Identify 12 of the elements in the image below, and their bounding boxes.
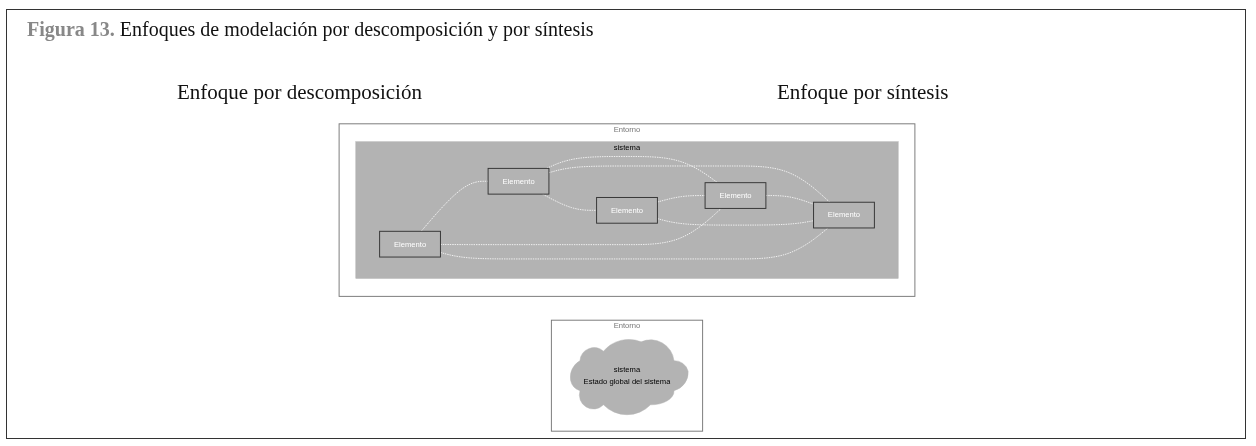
connector — [656, 195, 706, 203]
connector — [439, 227, 829, 260]
section-heading: Enfoque por síntesis — [777, 80, 949, 105]
section-heading: Enfoque por descomposición — [177, 80, 422, 105]
connector — [548, 165, 831, 203]
connector — [765, 195, 815, 205]
connector — [542, 193, 598, 211]
connector — [546, 156, 719, 184]
connector — [439, 207, 722, 246]
connector — [420, 180, 489, 232]
connector — [656, 218, 815, 226]
figure-title: Figura 13. Enfoques de modelación por descomposición y por síntesis — [27, 18, 594, 41]
